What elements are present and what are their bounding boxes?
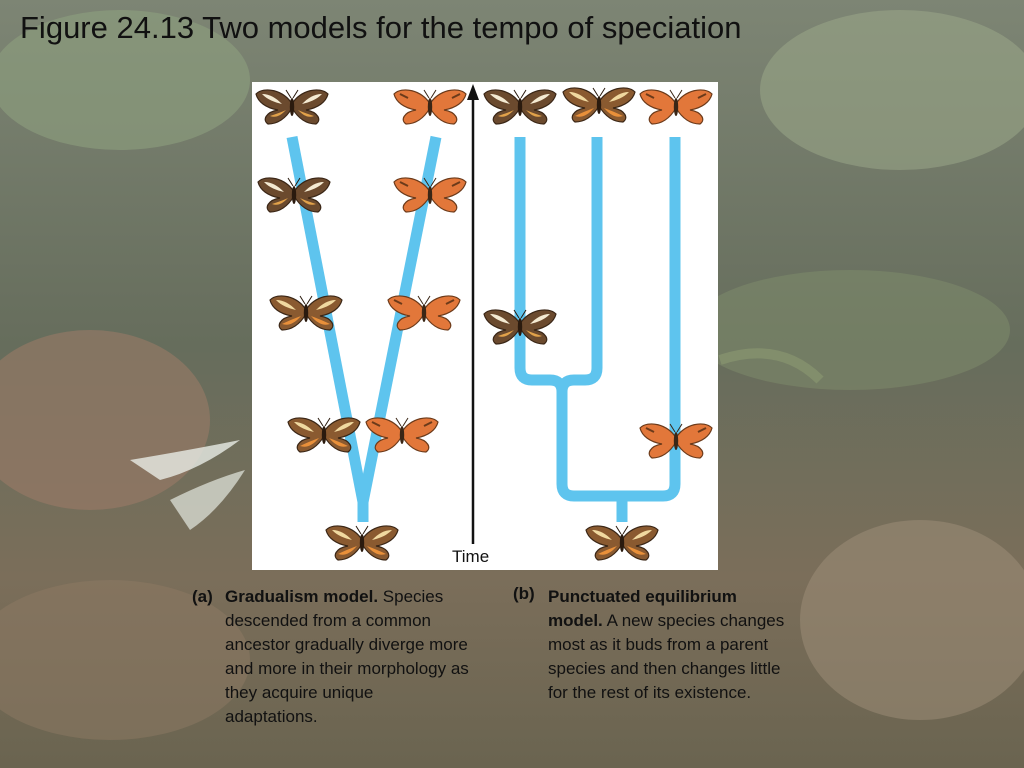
butterfly-icon bbox=[365, 416, 439, 453]
butterfly-icon bbox=[562, 87, 636, 123]
butterfly-icon bbox=[257, 177, 331, 213]
caption-body-b: A new species changes most as it buds fr… bbox=[548, 611, 785, 702]
butterfly-icon bbox=[287, 417, 361, 453]
caption-heading-b: Punctuated equilibrium model. bbox=[548, 587, 737, 630]
butterfly-icon bbox=[269, 295, 343, 331]
caption-label-a: (a) bbox=[192, 587, 213, 606]
caption-body-a: Species descended from a common ancestor… bbox=[225, 587, 469, 726]
butterfly-icon bbox=[639, 88, 713, 125]
diagram-panel: Time bbox=[252, 82, 718, 570]
speciation-diagram bbox=[255, 84, 713, 561]
punctuated-upper-fork bbox=[514, 137, 603, 393]
butterfly-icon bbox=[393, 88, 467, 125]
caption-text-b: Punctuated equilibrium model. A new spec… bbox=[548, 585, 793, 705]
time-axis bbox=[467, 84, 479, 544]
caption-label-b: (b) bbox=[513, 584, 535, 603]
caption-text-a: Gradualism model. Species descended from… bbox=[225, 585, 470, 729]
butterfly-icon bbox=[585, 525, 659, 561]
caption-heading-a: Gradualism model. bbox=[225, 587, 379, 606]
butterfly-icon bbox=[483, 89, 557, 125]
punctuated-branches bbox=[514, 137, 681, 522]
punctuated-lower-fork bbox=[556, 137, 681, 502]
time-axis-label: Time bbox=[452, 547, 490, 566]
figure-title: Figure 24.13 Two models for the tempo of… bbox=[20, 10, 742, 45]
butterfly-icon bbox=[325, 525, 399, 561]
butterfly-icon bbox=[387, 294, 461, 331]
butterfly-icon bbox=[255, 89, 329, 125]
